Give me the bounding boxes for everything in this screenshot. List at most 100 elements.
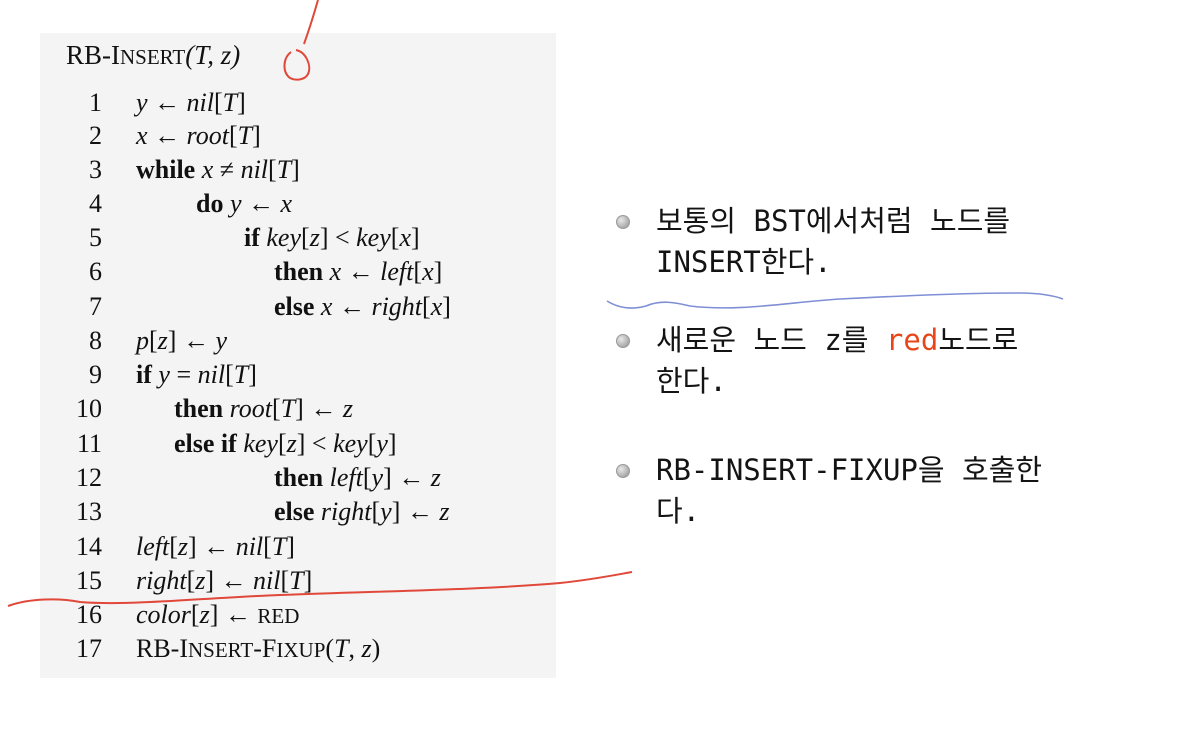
code-token: [ bbox=[272, 394, 281, 423]
bullet-1-line-1: 보통의 BST에서처럼 노드를 bbox=[656, 204, 1011, 238]
code-token: right bbox=[136, 566, 187, 595]
code-text: RB-INSERT-FIXUP(T, z) bbox=[136, 634, 380, 664]
line-number: 11 bbox=[76, 429, 102, 458]
code-token: x bbox=[136, 121, 148, 150]
code-token: y bbox=[229, 189, 242, 218]
code-token: z bbox=[361, 634, 372, 663]
code-token: [ bbox=[413, 257, 423, 286]
code-token: ] bbox=[433, 257, 443, 286]
code-token: else if bbox=[174, 429, 244, 458]
code-token: if bbox=[244, 223, 267, 252]
code-token: z bbox=[199, 600, 210, 629]
code-token: ] bbox=[252, 121, 261, 150]
bullet-2-post: 노드로 bbox=[938, 323, 1019, 357]
bullet-1-line-2: INSERT한다. bbox=[656, 245, 832, 279]
code-token: z bbox=[286, 429, 297, 458]
code-text: left[z] ← nil[T] bbox=[136, 532, 295, 562]
line-number: 14 bbox=[76, 532, 102, 561]
line-number: 9 bbox=[89, 360, 102, 389]
code-token: nil bbox=[186, 88, 214, 117]
code-token: ← bbox=[147, 121, 187, 150]
code-token: then bbox=[174, 394, 230, 423]
code-token: y bbox=[376, 429, 388, 458]
code-token: , bbox=[348, 634, 362, 663]
code-token: while bbox=[136, 155, 202, 184]
code-token: RB-I bbox=[136, 634, 188, 663]
code-token: x bbox=[329, 257, 342, 286]
code-token: ] bbox=[442, 292, 451, 321]
code-token: T bbox=[222, 88, 238, 117]
line-number: 7 bbox=[89, 292, 102, 321]
code-token: ] bbox=[286, 532, 295, 561]
code-token: ) bbox=[371, 634, 381, 663]
code-token: NSERT bbox=[188, 638, 254, 662]
code-token: [ bbox=[277, 429, 287, 458]
code-token: [ bbox=[263, 532, 272, 561]
code-token: = bbox=[169, 360, 198, 389]
bullet-dot-icon bbox=[616, 464, 630, 478]
code-token: ] bbox=[248, 360, 257, 389]
code-token: if bbox=[136, 360, 159, 389]
code-token: root bbox=[229, 394, 273, 423]
code-token: ] bbox=[303, 566, 313, 595]
code-token: z bbox=[195, 566, 206, 595]
code-text: x ← root[T] bbox=[136, 121, 261, 151]
code-token: T bbox=[280, 394, 296, 423]
code-token: z bbox=[177, 532, 189, 561]
code-token: T bbox=[276, 155, 292, 184]
code-token: z bbox=[439, 497, 450, 526]
line-number: 8 bbox=[89, 326, 102, 355]
code-token: ← bbox=[332, 292, 372, 321]
code-token: key bbox=[266, 223, 302, 252]
code-text: then left[y] ← z bbox=[274, 463, 441, 493]
code-token: [ bbox=[422, 292, 431, 321]
bullet-dot-icon bbox=[616, 215, 630, 229]
code-token: x bbox=[430, 292, 443, 321]
code-line-4: 4 do y ← x bbox=[60, 189, 292, 223]
code-token: z bbox=[309, 223, 320, 252]
code-token: nil bbox=[197, 360, 226, 389]
bullet-2-red-word: red bbox=[885, 323, 939, 357]
code-text: do y ← x bbox=[196, 189, 292, 219]
line-number: 5 bbox=[89, 223, 102, 252]
code-token: ( bbox=[325, 634, 335, 663]
code-token: ] ← bbox=[295, 394, 343, 423]
code-token: y bbox=[371, 463, 384, 492]
code-text: if y = nil[T] bbox=[136, 360, 257, 390]
code-token: RED bbox=[257, 604, 300, 628]
code-token: [ bbox=[190, 600, 200, 629]
bullet-3-line-2: 다. bbox=[656, 494, 701, 528]
code-token: [ bbox=[228, 121, 238, 150]
code-token: ] ← bbox=[391, 497, 440, 526]
code-token: ] ← bbox=[188, 532, 236, 561]
code-token: then bbox=[274, 257, 330, 286]
code-token: [ bbox=[214, 88, 223, 117]
code-token: -F bbox=[253, 634, 277, 663]
code-token: nil bbox=[235, 532, 264, 561]
code-token: T bbox=[289, 566, 304, 595]
line-number: 6 bbox=[89, 257, 102, 286]
code-token: [ bbox=[301, 223, 310, 252]
code-token: [ bbox=[225, 360, 234, 389]
code-token: root bbox=[186, 121, 229, 150]
line-number: 12 bbox=[76, 463, 102, 492]
code-token: key bbox=[333, 429, 368, 458]
line-number: 3 bbox=[89, 155, 102, 184]
code-token: ] ← bbox=[383, 463, 431, 492]
code-token: x bbox=[320, 292, 333, 321]
code-token: nil bbox=[253, 566, 281, 595]
code-token: T bbox=[233, 360, 249, 389]
line-number: 4 bbox=[89, 189, 102, 218]
title-prefix: RB-I bbox=[66, 40, 120, 70]
bullet-2-line-1: 새로운 노드 z를 red노드로 bbox=[656, 320, 1116, 361]
code-token: z bbox=[157, 326, 168, 355]
code-token: ] bbox=[387, 429, 397, 458]
